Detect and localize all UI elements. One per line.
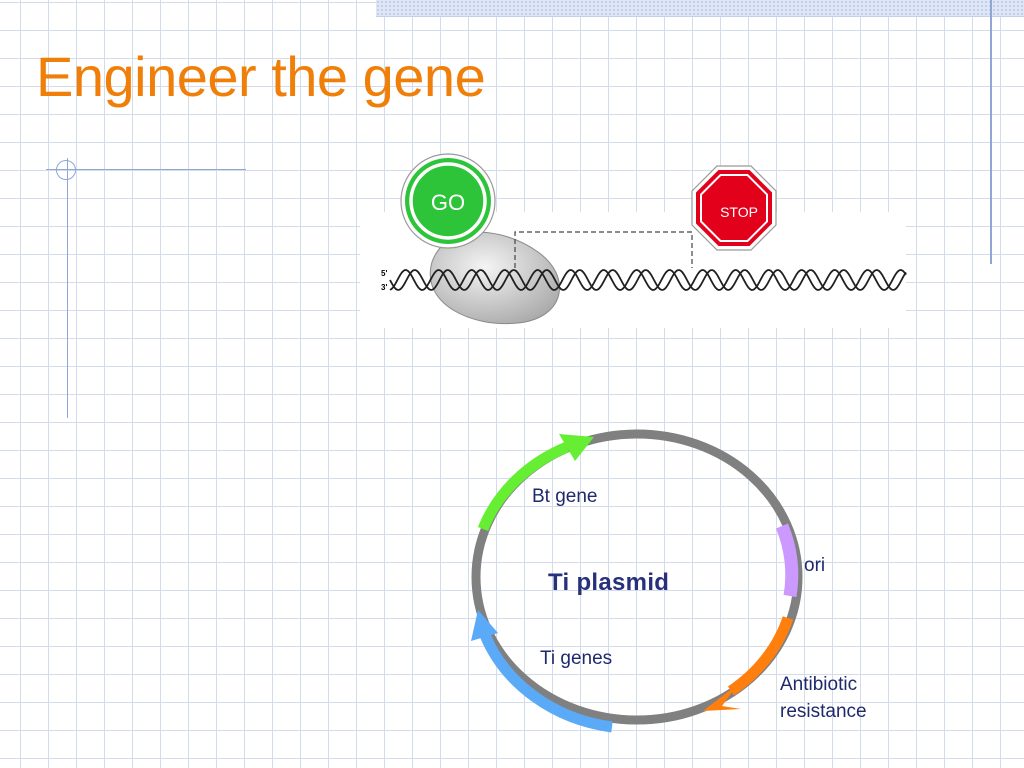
go-label: GO [431, 190, 465, 215]
go-sign: GO [400, 153, 496, 249]
ti-genes-segment [479, 632, 613, 733]
dna-double-helix [389, 269, 907, 291]
bt-gene-segment [477, 441, 570, 532]
ti-genes-arrowhead [471, 610, 498, 641]
antibiotic-resistance-segment [727, 616, 794, 696]
ti-plasmid-label: Ti plasmid [548, 569, 670, 596]
stop-label: STOP [720, 204, 758, 220]
antibiotic-resistance-label-line2: resistance [780, 701, 867, 722]
ori-segment [775, 523, 799, 598]
decorative-rule [67, 158, 68, 418]
decorative-rule [46, 169, 246, 170]
slide-title: Engineer the gene [36, 45, 486, 108]
three-prime-label: 3' [381, 283, 387, 292]
ori-label: ori [804, 555, 826, 576]
gene-diagram: 5' 3' GO STOP [381, 153, 907, 325]
ti-plasmid-diagram [471, 429, 803, 733]
bt-gene-arrowhead [559, 434, 594, 461]
decorative-rule [990, 0, 992, 264]
five-prime-label: 5' [381, 269, 387, 278]
ti-genes-label: Ti genes [540, 648, 613, 669]
gene-region-bracket [514, 231, 693, 268]
antibiotic-resistance-arrowhead [703, 684, 741, 711]
stop-sign: STOP [691, 165, 777, 251]
header-band [376, 0, 1024, 17]
bt-gene-label: Bt gene [532, 486, 598, 507]
antibiotic-resistance-label-line1: Antibiotic [780, 674, 858, 695]
dna-strand-bottom [389, 269, 907, 291]
decorative-ring [56, 160, 76, 180]
